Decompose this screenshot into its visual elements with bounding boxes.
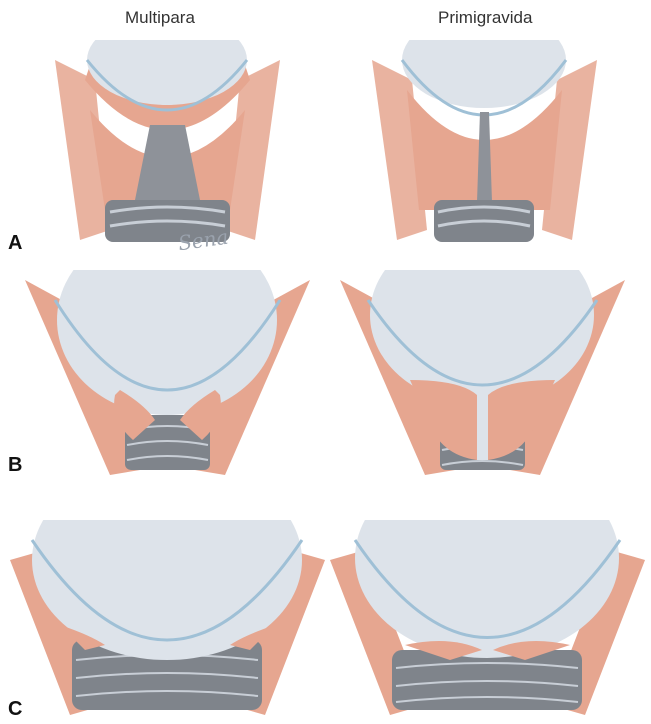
illustration-c-primigravida [330, 520, 645, 715]
row-label-a: A [8, 232, 22, 255]
cervical-canal [477, 112, 492, 202]
column-title-multipara: Multipara [125, 8, 195, 28]
illustration-b-primigravida [340, 270, 625, 475]
cervical-canal [135, 125, 200, 200]
row-label-b: B [8, 454, 22, 477]
illustration-c-multipara [10, 520, 325, 715]
illustration-b-multipara [25, 270, 310, 475]
illustration-a-primigravida [372, 40, 597, 250]
illustration-a-multipara [55, 40, 280, 250]
fetal-head [402, 40, 566, 108]
column-title-primigravida: Primigravida [438, 8, 532, 28]
cervical-os [477, 395, 488, 460]
